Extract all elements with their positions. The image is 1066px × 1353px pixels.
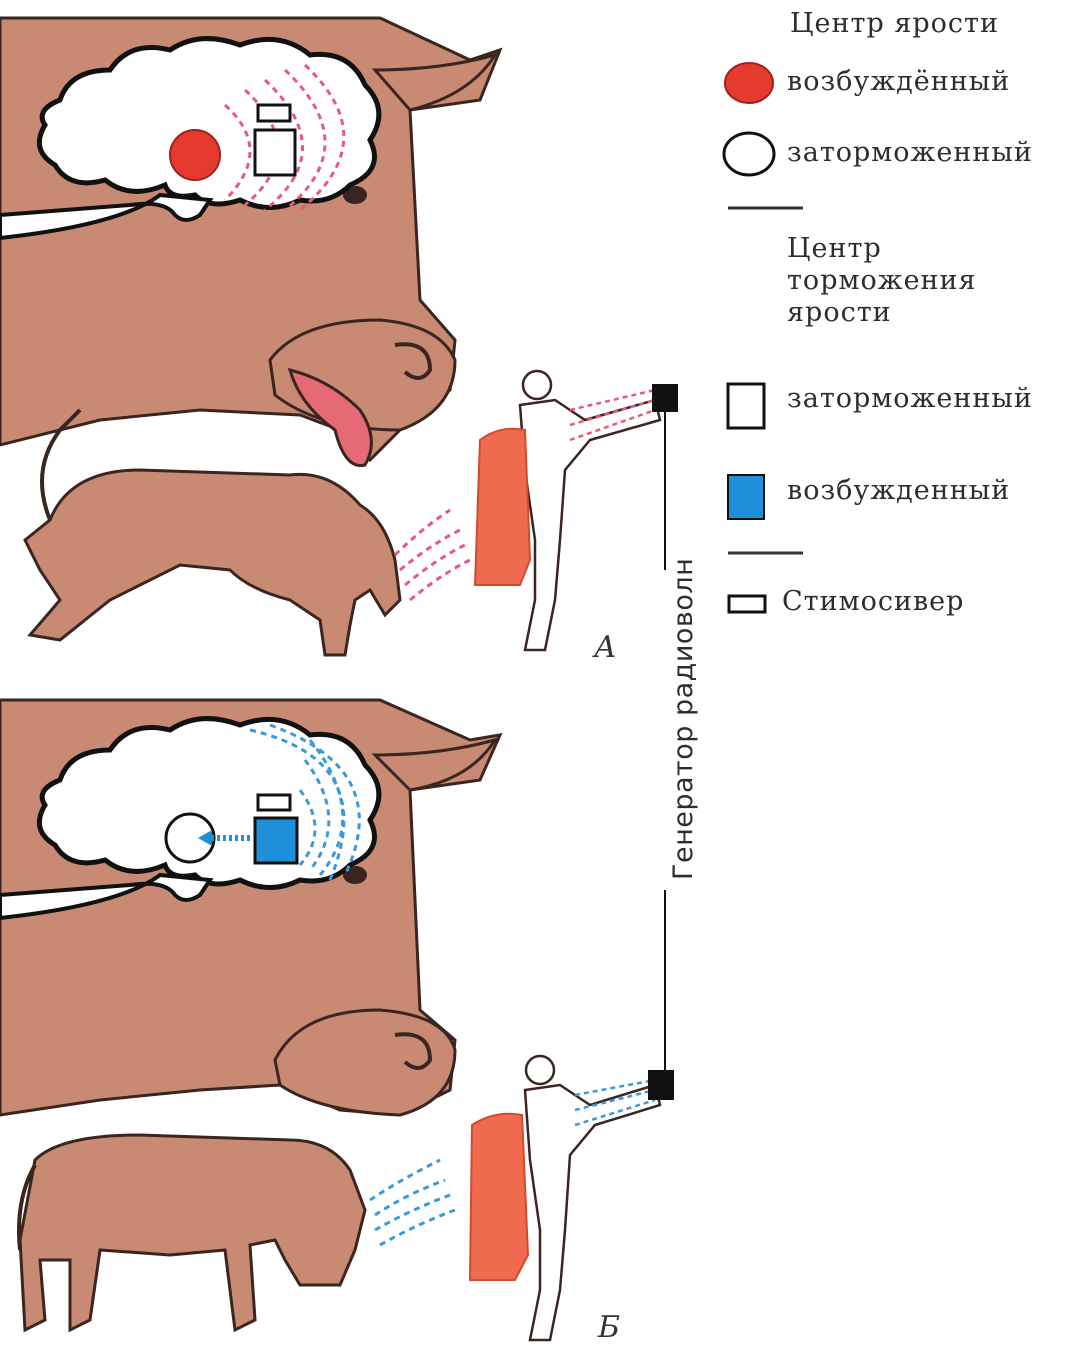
panel-b-label: Б: [598, 1310, 620, 1345]
legend-excited-blue-square: [728, 475, 764, 519]
legend-rage-excited-label: возбуждённый: [787, 66, 1010, 97]
small-bull-a: [25, 470, 400, 655]
panel-a: [0, 18, 660, 655]
cape-a: [475, 429, 530, 585]
rage-center-excited-a: [170, 130, 220, 180]
cape-b: [470, 1114, 528, 1280]
legend-rage-inhibited-label: заторможенный: [787, 137, 1033, 168]
generator-box-bottom: [648, 1070, 674, 1100]
legend-inhib-excited-label: возбужденный: [787, 475, 1010, 506]
matador-a: [475, 371, 660, 650]
legend-inhib-inhibited-label: заторможенный: [787, 383, 1033, 414]
legend-stimoceiver-rect: [729, 596, 765, 612]
generator-label: Генератор радиоволн: [668, 558, 699, 880]
matador-b: [470, 1056, 660, 1340]
generator-box-top: [652, 384, 678, 412]
inhibition-center-inhibited-a: [255, 130, 295, 175]
panel-a-label: А: [594, 630, 617, 665]
stimoceiver-a: [258, 105, 290, 121]
legend-inhibition-title-line3: ярости: [787, 297, 892, 328]
blue-waves-small-b: [370, 1160, 455, 1245]
legend-excited-red-circle: [725, 63, 773, 103]
inhibition-center-excited-b: [255, 818, 297, 863]
legend-rage-center-title: Центр ярости: [790, 8, 999, 39]
legend-stimoceiver-label: Стимосивер: [782, 586, 964, 617]
stimoceiver-b: [258, 795, 290, 810]
legend-inhibited-circle: [724, 133, 774, 175]
legend-inhibited-square: [728, 384, 764, 428]
legend-inhibition-title-line1: Центр: [787, 233, 882, 264]
small-bull-b: [20, 1135, 365, 1330]
panel-b: [0, 700, 660, 1340]
legend-inhibition-title-line2: торможения: [787, 265, 977, 296]
pink-waves-a: [395, 510, 470, 600]
